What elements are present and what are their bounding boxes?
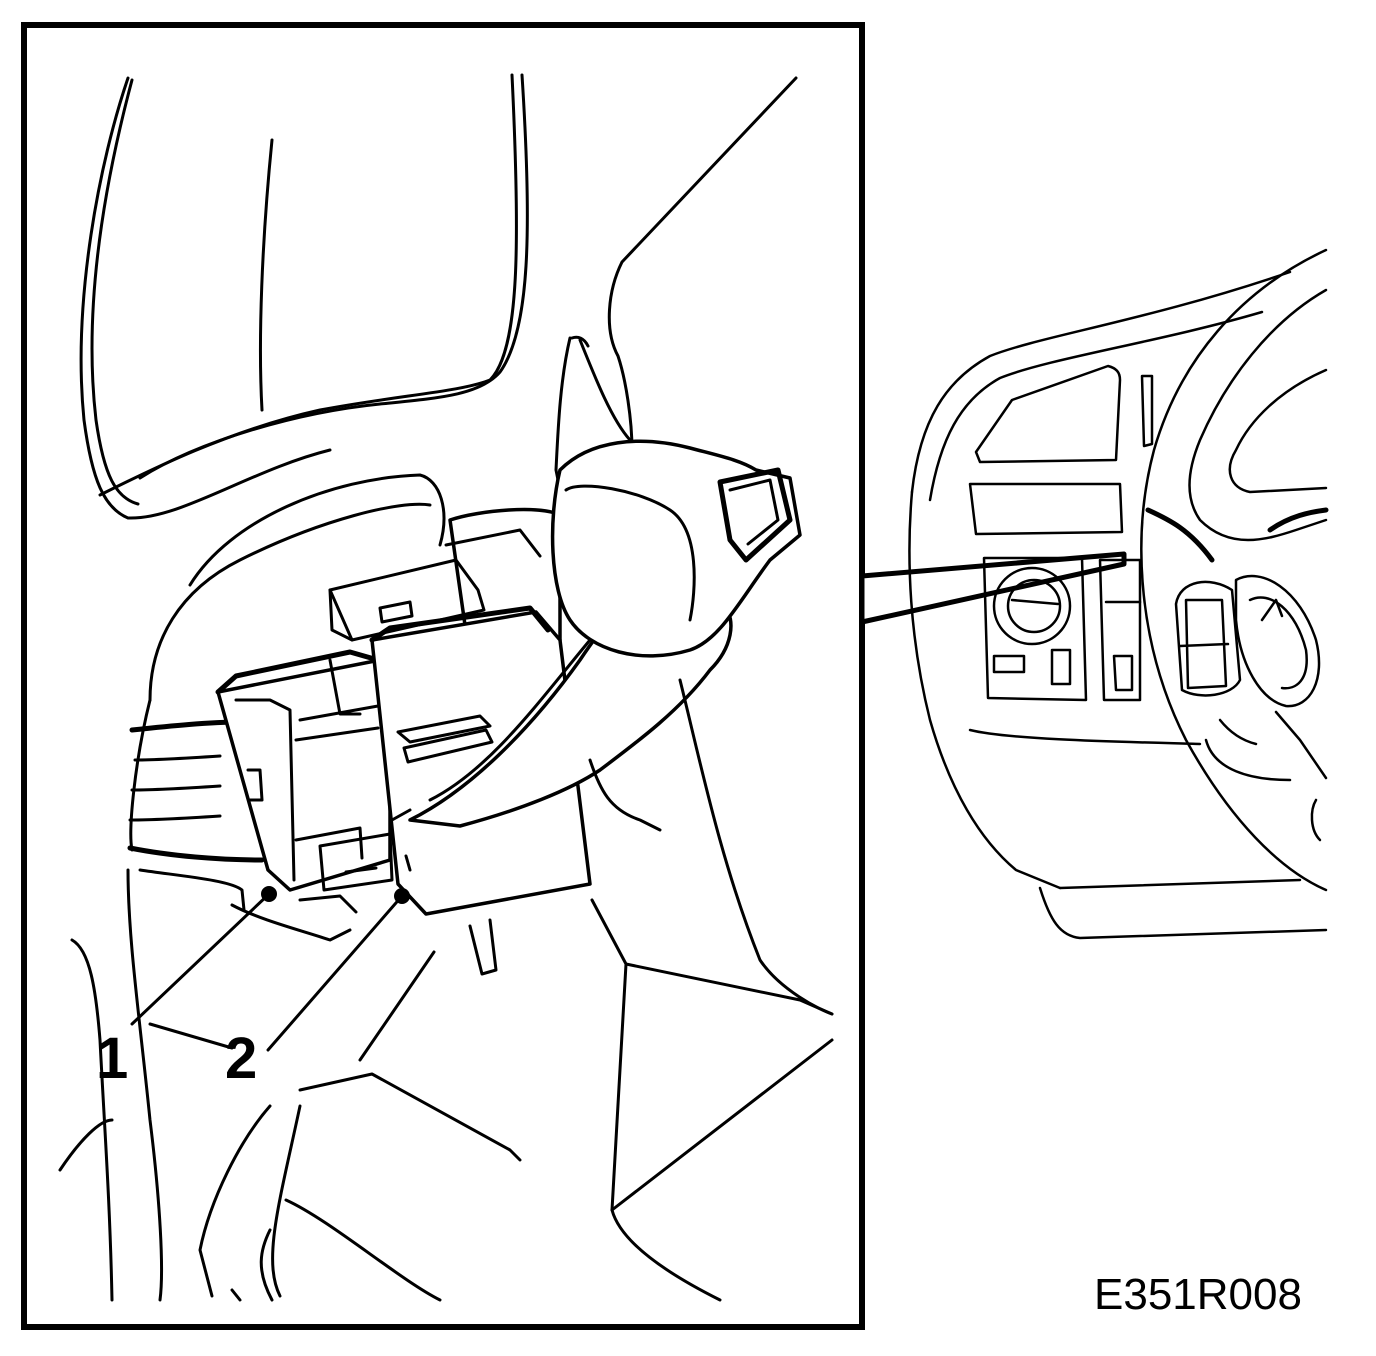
callout-2: 2: [225, 888, 410, 1091]
callout-2-leader: [266, 894, 404, 1052]
callout-2-label: 2: [225, 1026, 257, 1091]
figure-code: E351R008: [1094, 1270, 1302, 1319]
callout-1-leader: [130, 892, 271, 1026]
detail-pointer: [859, 551, 1127, 625]
detail-frame: [21, 22, 865, 1330]
callout-1: 1: [96, 886, 277, 1091]
detail-view: [58, 73, 834, 1302]
overview-view: [908, 248, 1329, 940]
callout-1-label: 1: [96, 1026, 128, 1091]
